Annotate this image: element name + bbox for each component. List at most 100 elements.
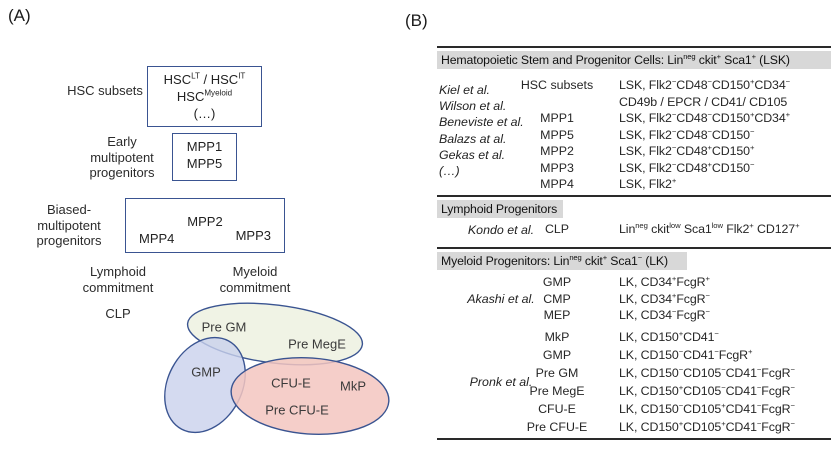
caption-line: Myeloid: [232, 264, 278, 279]
hsc-subsets-caption: HSC subsets: [67, 83, 143, 98]
section-header-hspc: Hematopoietic Stem and Progenitor Cells:…: [437, 51, 831, 69]
table-row: MPP2 LSK, Flk2−CD48+CD150+: [501, 143, 831, 160]
markers-cell: LK, CD150+CD105−CD41−FcgR−: [619, 382, 795, 398]
citation: (…): [439, 164, 460, 179]
table-row: MkP LK, CD150+CD41−: [501, 328, 831, 346]
population-cell: Pre CFU-E: [526, 420, 588, 434]
table-row: CFU-E LK, CD150−CD105+CD41−FcgR−: [501, 400, 831, 418]
pre-gm-label: Pre GM: [201, 319, 247, 335]
markers-cell: LK, CD150−CD105+CD41−FcgR−: [619, 400, 795, 416]
markers-cell: LSK, Flk2−CD48−CD150+CD34+: [619, 109, 791, 125]
biased-mpp-line: MPP4: [139, 231, 175, 246]
caption-line: multipotent: [37, 217, 101, 233]
table-row: MPP5 LSK, Flk2−CD48−CD150−: [501, 127, 831, 144]
population-cell: GMP: [542, 275, 572, 289]
markers-cell: LSK, Flk2−CD48−CD150+CD34− CD49b / EPCR …: [613, 77, 790, 110]
markers-cell: LK, CD150+CD105+CD41−FcgR−: [619, 418, 795, 434]
biased-mpp-box: MPP2 MPP4 MPP3: [125, 198, 285, 253]
caption-line: Lymphoid: [90, 264, 146, 279]
table-rule: [437, 247, 831, 249]
row-group: MkP LK, CD150+CD41− GMP LK, CD150−CD41−F…: [501, 328, 831, 436]
early-mpp-line: MPP1: [186, 139, 223, 154]
table-rule-bottom: [437, 438, 831, 440]
biased-mpp-caption: Biased- multipotent progenitors: [9, 202, 129, 249]
citation: Wilson et al.: [439, 99, 507, 114]
population-cell: MkP: [544, 330, 570, 344]
marker-table: Hematopoietic Stem and Progenitor Cells:…: [437, 0, 831, 457]
markers-cell: LK, CD34+FcgR+: [619, 273, 710, 289]
panel-b-label: (B): [405, 11, 428, 30]
citation: Balazs at al.: [439, 131, 507, 146]
table-row: GMP LK, CD150−CD41−FcgR+: [501, 346, 831, 364]
population-cell: CFU-E: [538, 402, 576, 416]
pre-mege-label: Pre MegE: [288, 336, 346, 352]
cfu-e-label: CFU-E: [271, 375, 311, 391]
table-row: MPP3 LSK, Flk2−CD48+CD150−: [501, 160, 831, 177]
table-row: CMP LK, CD34+FcgR−: [501, 291, 831, 308]
section-header-lymphoid: Lymphoid Progenitors: [437, 200, 563, 218]
hsc-subsets-line: HSCMyeloid: [176, 88, 233, 104]
markers-cell: LK, CD34+FcgR−: [619, 290, 710, 306]
citation: Pronk et al.: [469, 375, 533, 389]
table-row: GMP LK, CD34+FcgR+: [501, 274, 831, 291]
table-row: HSC subsets LSK, Flk2−CD48−CD150+CD34− C…: [501, 77, 831, 110]
citation: Beneviste et al.: [439, 115, 524, 130]
population-cell: Pre MegE: [529, 384, 585, 398]
panel-a-label: (A): [8, 6, 31, 25]
clp-label: CLP: [105, 306, 131, 321]
table-section-pronk: Pronk et al. MkP LK, CD150+CD41− GMP LK,…: [437, 328, 831, 436]
population-cell: GMP: [542, 348, 572, 362]
lymphoid-commitment-caption: Lymphoid commitment: [58, 264, 178, 295]
caption-line: Biased-: [46, 202, 92, 217]
biased-mpp-line: MPP3: [235, 228, 271, 243]
hsc-subsets-line: HSCLT / HSCIT: [163, 71, 246, 87]
gmp-label: GMP: [191, 364, 221, 380]
population-cell: MPP3: [540, 160, 574, 175]
section-header-myeloid: Myeloid Progenitors: Linneg ckit+ Sca1− …: [437, 252, 687, 270]
citation: Kiel et al.: [439, 83, 490, 97]
population-cell: CMP: [543, 291, 571, 306]
mkp-label: MkP: [340, 378, 366, 394]
markers-cell: LK, CD150+CD41−: [619, 328, 719, 344]
table-row: MPP1 LSK, Flk2−CD48−CD150+CD34+: [501, 110, 831, 127]
markers-cell: LSK, Flk2−CD48+CD150−: [619, 159, 755, 175]
population-cell: MPP4: [540, 177, 574, 191]
hsc-subsets-line: (…): [193, 106, 216, 121]
markers-cell: Linneg ckitlow Sca1low Flk2+ CD127+: [619, 220, 800, 236]
table-section-hspc: Kiel et al. Wilson et al. Beneviste et a…: [437, 77, 831, 193]
population-cell: MPP5: [540, 127, 574, 142]
early-mpp-caption: Early multipotent progenitors: [62, 134, 182, 181]
caption-line: commitment: [219, 279, 291, 295]
table-row: MEP LK, CD34−FcgR−: [501, 307, 831, 324]
markers-cell: LK, CD34−FcgR−: [619, 306, 710, 322]
biased-mpp-line: MPP2: [187, 214, 223, 229]
table-rule: [437, 195, 831, 197]
caption-line: multipotent: [90, 149, 154, 165]
citation-block: Kiel et al. Wilson et al. Beneviste et a…: [439, 82, 589, 179]
caption-line: Early: [107, 134, 137, 149]
marker-line: LSK, Flk2−CD48−CD150+CD34−: [619, 76, 791, 92]
caption-line: progenitors: [89, 165, 155, 180]
table-section-lymphoid: Kondo et al. CLP Linneg ckitlow Sca1low …: [437, 221, 831, 238]
caption-line: progenitors: [36, 233, 102, 248]
table-rule-top: [437, 46, 831, 48]
early-mpp-line: MPP5: [186, 156, 223, 171]
early-mpp-box: MPP1 MPP5: [172, 133, 237, 181]
table-row: Pre CFU-E LK, CD150+CD105+CD41−FcgR−: [501, 418, 831, 436]
erythroid-ellipse: [230, 356, 390, 436]
table-section-akashi: Akashi et al. GMP LK, CD34+FcgR+ CMP LK,…: [437, 274, 831, 324]
marker-line: CD49b / EPCR / CD41/ CD105: [619, 94, 788, 109]
population-cell: MEP: [543, 308, 571, 322]
row-group: GMP LK, CD34+FcgR+ CMP LK, CD34+FcgR− ME…: [501, 274, 831, 324]
population-cell: CLP: [544, 222, 570, 236]
row-group: HSC subsets LSK, Flk2−CD48−CD150+CD34− C…: [501, 77, 831, 193]
citation: Kondo et al.: [467, 222, 535, 237]
markers-cell: LSK, Flk2−CD48−CD150−: [619, 126, 755, 142]
row-group: CLP Linneg ckitlow Sca1low Flk2+ CD127+: [501, 221, 831, 238]
markers-cell: LK, CD150−CD41−FcgR+: [619, 346, 753, 362]
myeloid-commitment-caption: Myeloid commitment: [195, 264, 315, 295]
pre-cfu-e-label: Pre CFU-E: [265, 402, 329, 418]
population-cell: MPP1: [540, 111, 574, 125]
markers-cell: LSK, Flk2−CD48+CD150+: [619, 142, 755, 158]
